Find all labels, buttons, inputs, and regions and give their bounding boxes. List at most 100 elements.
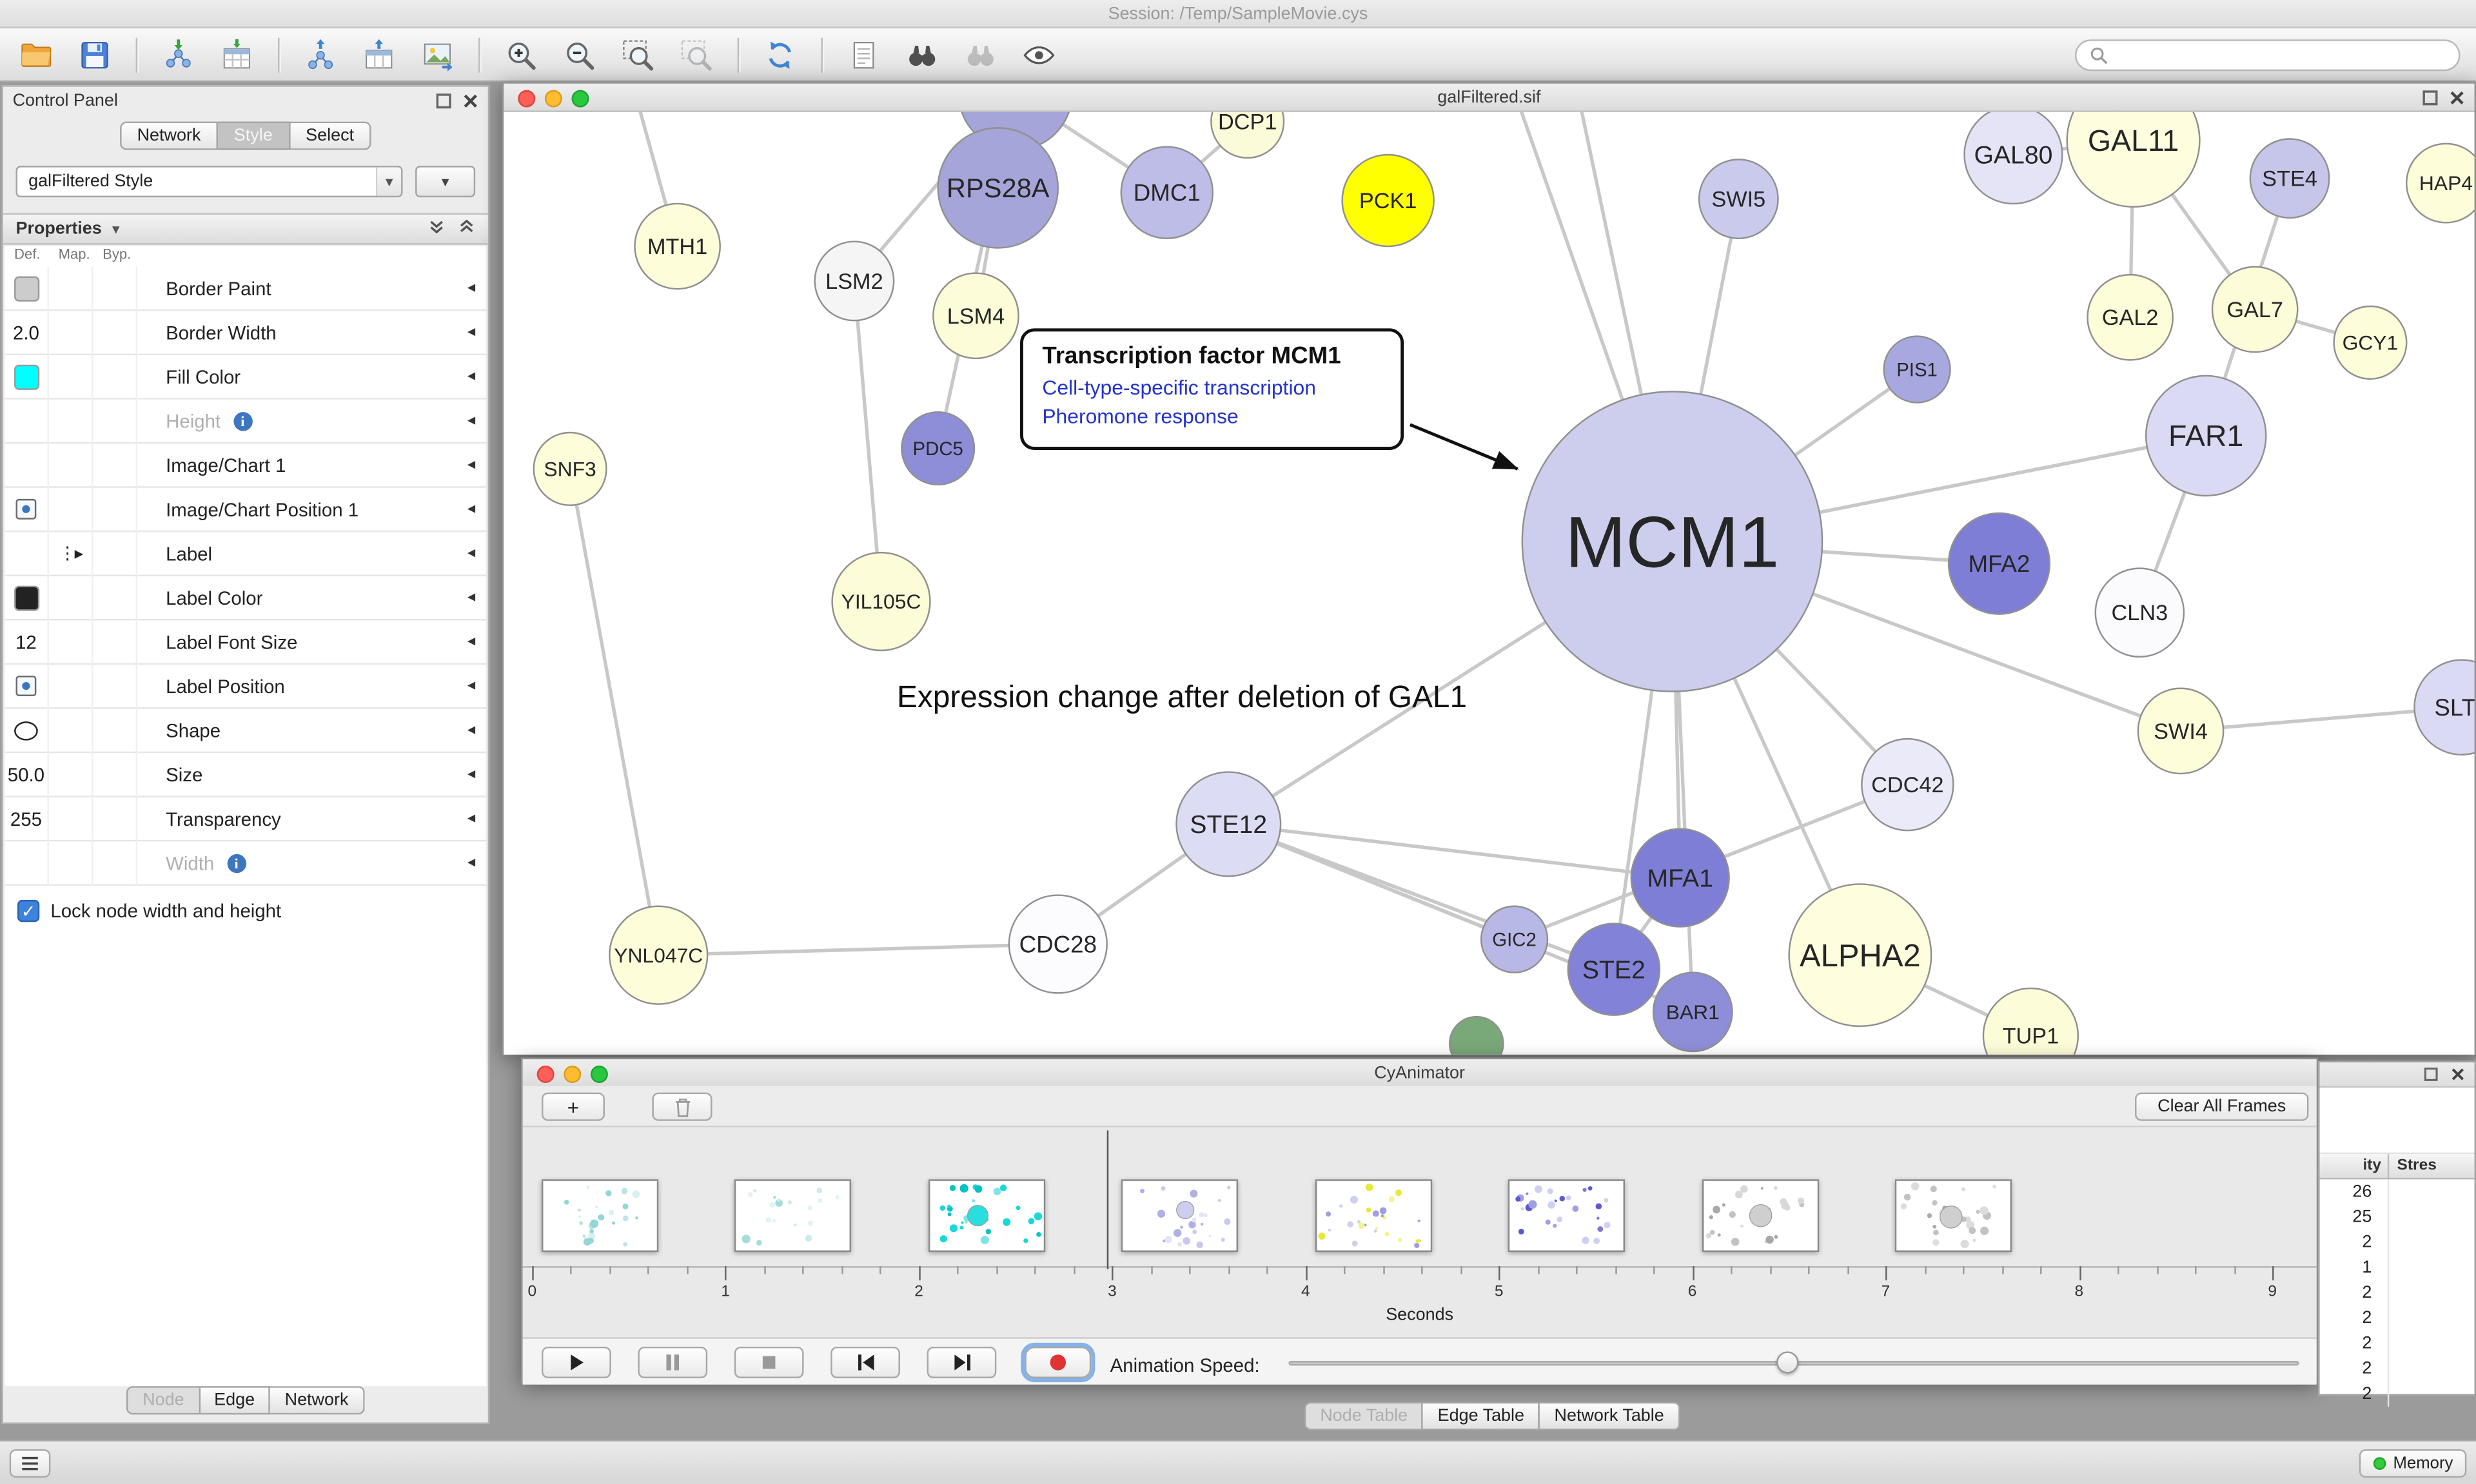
property-mapping-cell[interactable] xyxy=(49,398,93,443)
style-property-row[interactable]: ⋮▸Label◂ xyxy=(5,531,487,576)
network-node-cdc28[interactable] xyxy=(1008,894,1108,994)
property-bypass-cell[interactable] xyxy=(93,531,138,576)
frame-thumbnail-7[interactable] xyxy=(1895,1179,2012,1253)
property-default-cell[interactable] xyxy=(5,354,49,399)
table-row[interactable]: 2 xyxy=(2320,1229,2475,1255)
property-mapping-cell[interactable]: ⋮▸ xyxy=(49,531,93,576)
close-window-icon[interactable] xyxy=(518,89,536,107)
property-default-cell[interactable] xyxy=(5,398,49,443)
property-bypass-cell[interactable] xyxy=(93,796,138,841)
annotation-link-1[interactable]: Cell-type-specific transcription xyxy=(1042,375,1316,400)
network-node-mth1[interactable] xyxy=(634,202,721,290)
show-panels-button[interactable] xyxy=(9,1449,51,1478)
network-edge[interactable] xyxy=(1228,822,1681,880)
properties-header-bar[interactable]: Properties ▼ xyxy=(3,213,488,245)
tab-edge-style[interactable]: Edge xyxy=(200,1386,271,1415)
property-default-cell[interactable] xyxy=(5,663,49,708)
property-mapping-cell[interactable] xyxy=(49,620,93,664)
expand-arrow-icon[interactable]: ◂ xyxy=(467,633,476,650)
property-bypass-cell[interactable] xyxy=(93,310,138,355)
expand-arrow-icon[interactable]: ◂ xyxy=(467,854,476,872)
property-default-cell[interactable] xyxy=(5,442,49,487)
minimize-window-icon[interactable] xyxy=(544,89,562,107)
expand-arrow-icon[interactable]: ◂ xyxy=(467,721,476,739)
annotation-callout[interactable]: Transcription factor MCM1 Cell-type-spec… xyxy=(1020,328,1404,450)
network-node-rps28a[interactable] xyxy=(937,127,1059,249)
network-edge[interactable] xyxy=(852,280,883,602)
maximize-window-icon[interactable] xyxy=(590,1064,608,1082)
show-graphics-eye-icon[interactable] xyxy=(1019,34,1060,75)
network-node-ste2[interactable] xyxy=(1567,923,1661,1016)
property-default-cell[interactable] xyxy=(5,575,49,620)
tab-node-table[interactable]: Node Table xyxy=(1304,1401,1424,1430)
network-node-tup1[interactable] xyxy=(1982,987,2079,1055)
property-bypass-cell[interactable] xyxy=(93,708,138,752)
network-node-ste4[interactable] xyxy=(2249,138,2330,219)
property-mapping-cell[interactable] xyxy=(49,708,93,752)
frame-thumbnail-1[interactable] xyxy=(734,1179,852,1253)
last-frame-button[interactable] xyxy=(927,1346,997,1378)
property-mapping-cell[interactable] xyxy=(49,487,93,532)
style-property-row[interactable]: Image/Chart 1◂ xyxy=(5,442,487,488)
network-edge[interactable] xyxy=(658,942,1058,957)
property-mapping-cell[interactable] xyxy=(49,752,93,797)
speed-slider-handle[interactable] xyxy=(1776,1351,1799,1374)
lock-size-checkbox[interactable]: ✓ xyxy=(17,899,40,923)
table-row[interactable]: 1 xyxy=(2320,1255,2475,1281)
playhead-cursor[interactable] xyxy=(1106,1130,1109,1269)
close-panel-icon[interactable] xyxy=(2449,1066,2466,1083)
network-node-cdc42[interactable] xyxy=(1861,737,1954,832)
style-property-row[interactable]: Border Paint◂ xyxy=(5,266,487,311)
property-default-cell[interactable] xyxy=(5,841,49,885)
network-node-gal80[interactable] xyxy=(1963,112,2063,205)
expand-arrow-icon[interactable]: ◂ xyxy=(467,324,476,341)
style-property-row[interactable]: Label Position◂ xyxy=(5,663,487,709)
network-node-slt2[interactable] xyxy=(2413,659,2475,756)
network-node-gal7[interactable] xyxy=(2211,266,2299,353)
property-default-cell[interactable] xyxy=(5,487,49,532)
property-bypass-cell[interactable] xyxy=(93,266,138,311)
collapse-all-icon[interactable] xyxy=(428,218,446,240)
network-node-greennode[interactable] xyxy=(1448,1015,1504,1055)
network-node-pdc5[interactable] xyxy=(901,411,976,486)
network-node-dcp1[interactable] xyxy=(1210,112,1285,159)
close-panel-icon[interactable] xyxy=(461,92,478,110)
network-node-bar1[interactable] xyxy=(1652,971,1733,1053)
network-node-cln3[interactable] xyxy=(2094,567,2185,658)
table-row[interactable]: 25 xyxy=(2320,1204,2475,1230)
network-node-gal2[interactable] xyxy=(2087,273,2174,361)
frame-thumbnail-2[interactable] xyxy=(928,1179,1045,1253)
property-bypass-cell[interactable] xyxy=(93,663,138,708)
property-mapping-cell[interactable] xyxy=(49,266,93,311)
property-mapping-cell[interactable] xyxy=(49,796,93,841)
search-neighbors-binoculars-icon[interactable] xyxy=(960,34,1001,75)
copy-document-icon[interactable] xyxy=(843,34,885,75)
table-row[interactable]: 2 xyxy=(2320,1381,2475,1407)
expand-arrow-icon[interactable]: ◂ xyxy=(467,367,476,386)
network-node-gal11[interactable] xyxy=(2066,112,2201,208)
table-row[interactable]: 2 xyxy=(2320,1331,2475,1356)
play-button[interactable] xyxy=(542,1346,611,1378)
network-edge[interactable] xyxy=(568,468,660,956)
expand-arrow-icon[interactable]: ◂ xyxy=(467,589,476,607)
export-network-icon[interactable] xyxy=(300,34,341,75)
tab-style[interactable]: Style xyxy=(218,121,290,150)
table-row[interactable]: 2 xyxy=(2320,1280,2475,1306)
stop-button[interactable] xyxy=(734,1346,804,1378)
style-options-button[interactable]: ▼ xyxy=(415,166,476,198)
tab-select[interactable]: Select xyxy=(290,121,371,150)
delete-frame-button[interactable] xyxy=(652,1092,712,1121)
property-default-cell[interactable]: 2.0 xyxy=(5,310,49,355)
add-frame-button[interactable]: + xyxy=(542,1092,605,1121)
table-row[interactable]: 26 xyxy=(2320,1179,2475,1205)
frame-thumbnail-5[interactable] xyxy=(1508,1179,1626,1253)
property-mapping-cell[interactable] xyxy=(49,442,93,487)
network-node-pck1[interactable] xyxy=(1341,153,1435,248)
property-default-cell[interactable] xyxy=(5,531,49,576)
global-search-field[interactable] xyxy=(2074,39,2461,70)
import-network-icon[interactable] xyxy=(158,34,199,75)
network-node-ste12[interactable] xyxy=(1175,771,1282,877)
